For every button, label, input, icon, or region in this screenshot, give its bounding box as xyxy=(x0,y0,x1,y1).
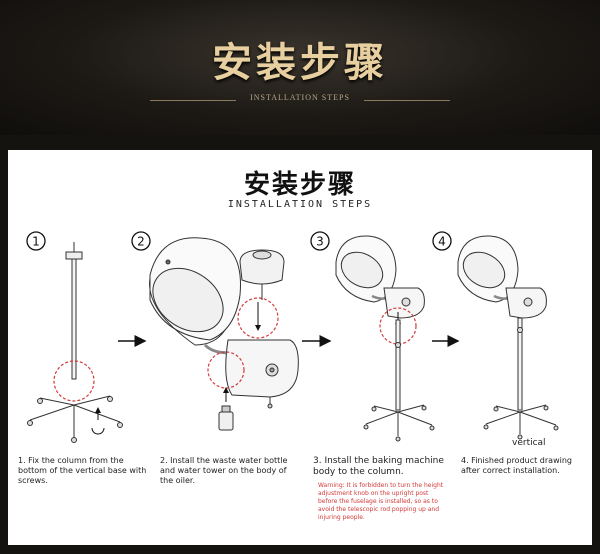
svg-text:3: 3 xyxy=(316,235,324,249)
warning-note: Warning: It is forbidden to turn the hei… xyxy=(318,482,444,521)
instructions-panel: 安装步骤 INSTALLATION STEPS xyxy=(8,150,592,545)
step-2-number: 2 xyxy=(131,231,151,251)
vertical-label: vertical xyxy=(512,438,546,448)
banner-divider-right xyxy=(364,100,450,101)
step-3-caption: 3. Install the baking machine body to th… xyxy=(313,456,444,477)
banner-divider-left xyxy=(150,100,236,101)
panel-title: 安装步骤 xyxy=(243,170,356,200)
step-2-caption: 2. Install the waste water bottle and wa… xyxy=(160,456,288,485)
step-4-number: 4 xyxy=(432,231,452,251)
header-banner: 安装步骤 INSTALLATION STEPS xyxy=(0,0,600,135)
step-1-number: 1 xyxy=(26,231,46,251)
svg-text:2: 2 xyxy=(137,235,145,249)
step-1-caption: 1. Fix the column from the bottom of the… xyxy=(18,456,147,485)
step-4-caption: 4. Finished product drawing after correc… xyxy=(461,456,572,475)
svg-text:1: 1 xyxy=(32,235,40,249)
step-4-finished-illustration xyxy=(457,235,559,440)
banner-title: 安装步骤 xyxy=(212,39,388,86)
step-3-assembly-illustration xyxy=(335,235,435,442)
banner-subtitle-row: INSTALLATION STEPS xyxy=(0,93,600,107)
step-3-number: 3 xyxy=(310,231,330,251)
panel-subtitle: INSTALLATION STEPS xyxy=(227,199,373,210)
svg-text:4: 4 xyxy=(438,235,446,249)
banner-subtitle: INSTALLATION STEPS xyxy=(250,93,350,102)
step-1-stand-illustration xyxy=(27,242,123,443)
step-2-dryer-illustration xyxy=(149,237,299,431)
